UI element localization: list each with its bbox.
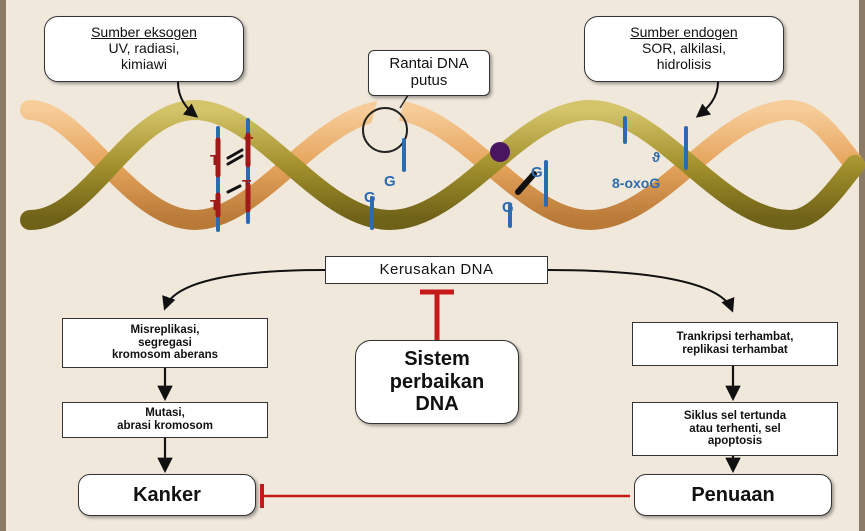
aging-box: Penuaan (634, 474, 832, 516)
cell-cycle-line: atau terhenti, sel (689, 422, 781, 435)
cancer-label: Kanker (133, 483, 201, 506)
exogenous-arrow (177, 81, 199, 118)
strand-break-label-box: Rantai DNA putus (368, 50, 490, 96)
dna-helix (20, 92, 865, 231)
misreplication-line: segregasi (138, 336, 192, 349)
misreplication-line: kromosom aberans (111, 349, 219, 362)
dna-damage-label: Kerusakan DNA (379, 260, 494, 278)
dna-damage-box: Kerusakan DNA (325, 256, 548, 284)
branch-left-arrow (162, 269, 326, 311)
transcription-line: replikasi terhambat (682, 344, 788, 356)
thymine-label: T (210, 152, 219, 169)
repair-system-label: DNA (415, 393, 459, 416)
thymine-label: T (244, 134, 253, 151)
left-border (0, 0, 6, 531)
misreplication-box: Misreplikasi, segregasi kromosom aberans (62, 318, 268, 368)
guanine-bases-left (370, 138, 406, 230)
oxidation-mark: ϑ (652, 149, 661, 165)
endogenous-source-line: SOR, alkilasi, (641, 40, 727, 57)
aging-label: Penuaan (691, 483, 775, 506)
mutation-line: Mutasi, (145, 407, 185, 420)
misreplication-line: Misreplikasi, (130, 323, 200, 336)
branch-right-arrow (547, 269, 735, 313)
guanine-label: G (502, 199, 514, 216)
thymine-label: T (242, 177, 251, 194)
repair-system-label: perbaikan (389, 370, 485, 393)
endogenous-source-line: hidrolisis (656, 55, 712, 72)
dna-strand-orange (20, 99, 865, 231)
oxoguanine-label: 8-oxoG (612, 175, 660, 191)
guanine-label: G (531, 164, 543, 181)
exogenous-source-box: Sumber eksogen UV, radiasi, kimiawi (44, 16, 244, 82)
thymine-dimer (215, 118, 251, 232)
repair-system-label: Sistem (404, 348, 470, 371)
transcription-box: Trankripsi terhambat, replikasi terhamba… (632, 322, 838, 366)
cancer-box: Kanker (78, 474, 256, 516)
cell-cycle-line: apoptosis (707, 435, 763, 448)
adduct-molecule (490, 142, 510, 162)
mutation-box: Mutasi, abrasi kromosom (62, 402, 268, 438)
repair-system-box: Sistem perbaikan DNA (355, 340, 519, 424)
exogenous-source-title: Sumber eksogen (91, 24, 197, 41)
endogenous-source-box: Sumber endogen SOR, alkilasi, hidrolisis (584, 16, 784, 82)
endogenous-source-title: Sumber endogen (630, 24, 738, 41)
right-border (859, 0, 865, 531)
strand-gap (371, 92, 405, 130)
endogenous-arrow (695, 81, 719, 118)
transcription-line: Trankripsi terhambat, (676, 331, 794, 344)
cell-cycle-line: Siklus sel tertunda (683, 409, 787, 422)
guanine-label: G (384, 173, 396, 190)
exogenous-source-line: UV, radiasi, (108, 40, 180, 57)
strand-break-circle (362, 107, 408, 153)
oxoguanine-bases (623, 116, 688, 170)
guanine-crosslink (508, 160, 548, 228)
thymine-label: T (210, 197, 219, 214)
guanine-label: G (364, 189, 376, 206)
exogenous-source-line: kimiawi (121, 55, 167, 72)
strand-break-label: Rantai DNA (389, 55, 469, 73)
strand-break-label: putus (410, 72, 448, 89)
cell-cycle-box: Siklus sel tertunda atau terhenti, sel a… (632, 402, 838, 456)
mutation-line: abrasi kromosom (117, 420, 213, 432)
dna-strand-olive (20, 99, 865, 231)
